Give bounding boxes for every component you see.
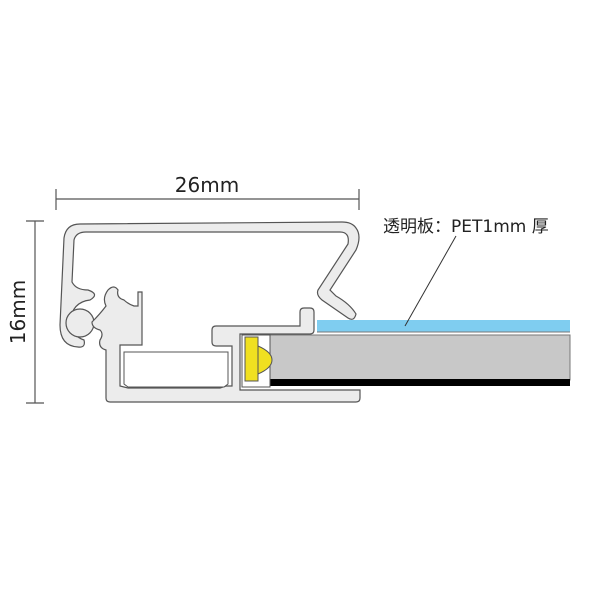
pet-callout: 透明板：PET1mm 厚	[383, 217, 549, 327]
hinge-knuckle	[65, 308, 95, 338]
width-label: 26mm	[175, 173, 239, 197]
led-strip	[244, 336, 259, 382]
frame-channel	[123, 351, 229, 388]
height-dimension: 16mm	[6, 220, 44, 404]
height-label: 16mm	[6, 280, 30, 344]
panel	[269, 334, 571, 381]
frame-cover-profile	[59, 221, 360, 348]
callout-label: 透明板：PET1mm 厚	[383, 217, 549, 237]
width-dimension: 26mm	[55, 173, 360, 210]
pet-sheet	[317, 320, 570, 332]
led-lens	[257, 345, 273, 375]
frame-body-profile	[91, 286, 361, 403]
backing-sheet	[270, 379, 570, 386]
